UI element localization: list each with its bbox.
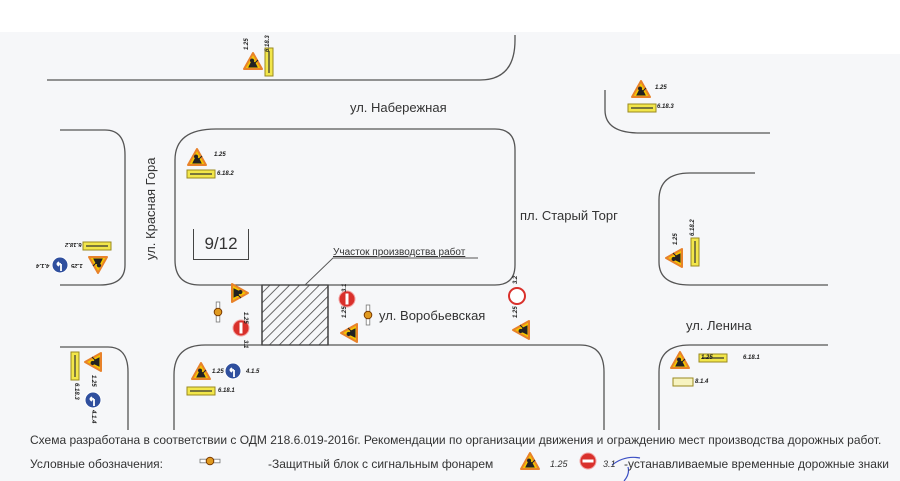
sign-group-north [243, 47, 274, 77]
sign-code: 6.18.1 [218, 388, 235, 394]
sign-code: 6.18.3 [265, 35, 271, 52]
sign-no-entry-icon [338, 290, 356, 308]
sign-code: 6.18.3 [657, 104, 674, 110]
sign-code: 3.1 [242, 340, 248, 349]
sign-code: 6.18.3 [73, 383, 79, 400]
sign-code: 4.1.4 [90, 410, 96, 424]
legend-sign-code: 3.1 [603, 459, 616, 469]
sign-roadworks-icon [187, 148, 207, 166]
sign-detour-plate-icon [82, 241, 112, 251]
sign-detour-plate-icon [264, 47, 274, 77]
legend-symbols [199, 452, 641, 481]
sign-roadworks-icon [84, 352, 102, 372]
sign-group-top-right [627, 80, 657, 113]
sign-code: 6.18.2 [217, 171, 234, 177]
sign-code: 1.25 [513, 306, 519, 318]
sign-code: 1.25 [342, 306, 348, 318]
work-zone-leader [304, 257, 478, 286]
sign-roadworks-icon [670, 351, 690, 369]
sign-roadworks-icon [231, 283, 249, 303]
legend-no-entry-icon [579, 452, 597, 470]
sign-group-workzone-west [213, 283, 250, 337]
sign-roadworks-icon [191, 362, 211, 380]
sign-code: 1.25 [212, 369, 224, 375]
sign-code: 1.25 [655, 85, 667, 91]
street-label-stary-torg: пл. Старый Торг [520, 208, 618, 223]
sign-group-lenina [670, 351, 728, 387]
street-label-vorobyevskaya: ул. Воробьевская [379, 308, 486, 323]
legend-roadworks-icon [520, 452, 540, 470]
road-edges [47, 35, 828, 430]
legend-title: Условные обозначения: [30, 457, 163, 471]
sign-code: 1.25 [244, 38, 250, 50]
sign-detour-plate-icon [627, 103, 657, 113]
sign-code: 6.18.2 [65, 241, 82, 247]
sign-detour-plate-icon [70, 351, 80, 381]
street-label-naberezhnaya: ул. Набережная [350, 100, 447, 115]
sign-code: 1.25 [214, 152, 226, 158]
sign-detour-plate-icon [186, 169, 216, 179]
legend-signs-label: -устанавливаемые временные дорожные знак… [624, 457, 889, 471]
sign-roadworks-icon [665, 248, 683, 268]
sign-code: 8.1.4 [695, 379, 709, 385]
sign-road-closed-icon [508, 287, 526, 305]
sign-distance-plate-icon [672, 377, 694, 387]
sign-code: 1.25 [90, 375, 96, 387]
work-zone-label: Участок производства работ [333, 247, 466, 258]
legend-barrier-block-icon [199, 456, 221, 466]
sign-group-stary-torg [508, 287, 530, 340]
sign-code: 1.25 [701, 355, 713, 361]
sign-roadworks-icon [340, 323, 358, 343]
street-label-lenina: ул. Ленина [686, 318, 752, 333]
work-zone [261, 284, 329, 346]
sign-detour-plate-icon [186, 386, 216, 396]
sign-roadworks-icon [88, 256, 108, 274]
barrier-block-icon [363, 304, 373, 326]
sign-roadworks-icon [631, 80, 651, 98]
legend-sign-code: 1.25 [550, 459, 568, 469]
legend-barrier-block-label: -Защитный блок с сигнальным фонарем [268, 457, 494, 471]
house-number: 9/12 [193, 229, 249, 260]
sign-detour-plate-icon [690, 237, 700, 267]
sign-code: 3.2 [513, 275, 519, 284]
barrier-block-icon [213, 301, 223, 323]
scheme-note: Схема разработана в соответствии с ОДМ 2… [30, 433, 882, 447]
sign-code: 3.1 [342, 283, 348, 292]
signature-scribble-icon [611, 456, 641, 481]
sign-code: 4.1.5 [246, 369, 260, 375]
sign-mandatory-direction-icon [84, 391, 102, 409]
sign-code: 6.18.1 [743, 355, 760, 361]
sign-code: 1.25 [71, 262, 83, 268]
sign-group-center-block [186, 148, 216, 179]
paper-edge [640, 32, 900, 54]
sign-mandatory-direction-icon [224, 362, 242, 380]
sign-code: 4.1.4 [36, 262, 50, 268]
sign-code: 6.18.2 [690, 219, 696, 236]
sign-group-right-block [665, 237, 700, 268]
sign-roadworks-icon [512, 320, 530, 340]
scheme-paper [0, 32, 900, 481]
sign-mandatory-direction-icon [51, 256, 69, 274]
street-label-krasnaya-gora: ул. Красная Гора [143, 157, 158, 260]
sign-code: 1.25 [242, 312, 248, 324]
sign-roadworks-icon [243, 52, 263, 70]
sign-code: 1.25 [673, 233, 679, 245]
